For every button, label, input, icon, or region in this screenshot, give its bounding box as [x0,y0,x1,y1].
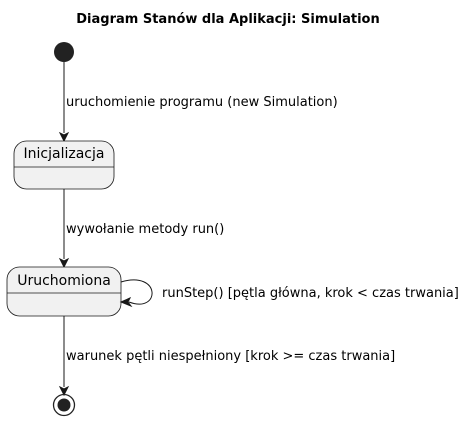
transition-start-to-init: uruchomienie programu (new Simulation) [58,62,338,143]
transition-label: runStep() [pętla główna, krok < czas trw… [162,286,459,301]
arrowhead [58,131,70,143]
state-inicjalizacja: Inicjalizacja [13,140,115,190]
transition-label: warunek pętli niespełniony [krok >= czas… [66,349,395,364]
final-state-dot [57,398,71,412]
arrowhead [58,257,70,269]
arrowhead [58,385,70,397]
edge-line [120,279,153,305]
state-label: Inicjalizacja [24,146,105,162]
final-state-ring [52,393,76,417]
transition-label: uruchomienie programu (new Simulation) [66,95,338,110]
state-uruchomiona: Uruchomiona [6,266,122,317]
transition-init-to-running: wywołanie metody run() [58,189,224,269]
transition-running-self-loop: runStep() [pętla główna, krok < czas trw… [119,279,459,308]
transition-running-to-end: warunek pętli niespełniony [krok >= czas… [58,316,395,397]
diagram-title: Diagram Stanów dla Aplikacji: Simulation [76,12,379,27]
final-state-node [52,393,76,417]
arrowhead [119,296,133,308]
initial-state-node [54,42,74,62]
transition-label: wywołanie metody run() [66,222,224,237]
state-label: Uruchomiona [17,273,111,289]
